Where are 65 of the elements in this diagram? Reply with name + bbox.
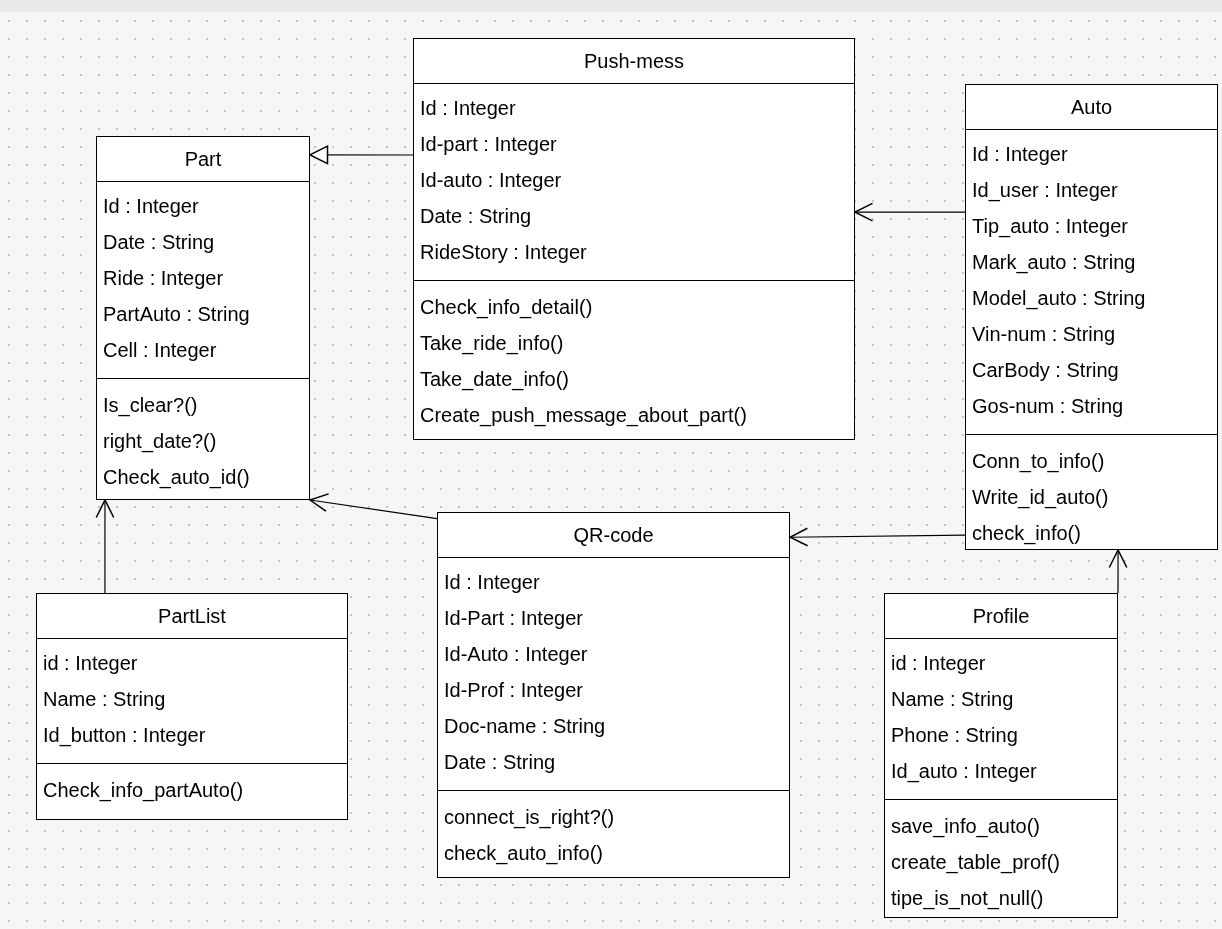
- class-box: [413, 38, 855, 440]
- class-box: [96, 136, 310, 500]
- association-arrow: [789, 527, 966, 547]
- method-text: create_table_prof(): [891, 850, 1060, 876]
- class-name-header: Push-mess: [414, 39, 854, 84]
- attribute-text: Id-auto : Integer: [420, 168, 562, 193]
- attribute-text: Id-Prof : Integer: [444, 678, 583, 703]
- class-name-header: Profile: [885, 594, 1117, 639]
- method-text: Create_push_message_about_part(): [420, 403, 747, 429]
- association-arrow: [854, 202, 966, 222]
- attribute-text: Date : String: [420, 204, 532, 229]
- attribute-text: Id-Part : Integer: [444, 606, 583, 631]
- method-text: Check_info_detail(): [420, 295, 593, 321]
- attribute-text: Id : Integer: [444, 570, 540, 595]
- attribute-text: Tip_auto : Integer: [972, 214, 1129, 240]
- attribute-text: Id-part : Integer: [420, 132, 557, 157]
- attribute-text: CarBody : String: [972, 358, 1119, 383]
- class-box: [36, 593, 348, 820]
- method-text: Take_date_info(): [420, 367, 569, 393]
- attribute-text: Mark_auto : String: [972, 250, 1136, 276]
- method-text: Take_ride_info(): [420, 331, 564, 357]
- method-text: connect_is_right?(): [444, 805, 615, 831]
- class-name-header: Auto: [966, 85, 1217, 130]
- method-text: check_auto_info(): [444, 841, 603, 867]
- method-text: Is_clear?(): [103, 393, 198, 419]
- method-text: right_date?(): [103, 429, 217, 455]
- attribute-text: Gos-num : String: [972, 394, 1124, 419]
- association-arrow: [95, 499, 115, 594]
- attribute-text: Cell : Integer: [103, 338, 217, 363]
- generalization-arrow: [309, 145, 414, 165]
- attribute-text: Name : String: [891, 687, 1014, 712]
- class-box: [965, 84, 1218, 550]
- attribute-text: Model_auto : String: [972, 286, 1146, 312]
- attribute-text: Id_button : Integer: [43, 723, 206, 749]
- method-text: tipe_is_not_null(): [891, 886, 1044, 912]
- method-text: Check_auto_id(): [103, 465, 250, 491]
- association-arrow: [1108, 549, 1128, 594]
- attribute-text: Id : Integer: [420, 96, 516, 121]
- method-text: Check_info_partAuto(): [43, 778, 244, 804]
- attribute-text: RideStory : Integer: [420, 240, 587, 265]
- attribute-text: Ride : Integer: [103, 266, 224, 291]
- attribute-text: Id-Auto : Integer: [444, 642, 588, 667]
- attribute-text: PartAuto : String: [103, 302, 250, 327]
- attribute-text: Doc-name : String: [444, 714, 606, 739]
- class-name-header: PartList: [37, 594, 347, 639]
- attribute-text: Id_user : Integer: [972, 178, 1118, 204]
- method-text: save_info_auto(): [891, 814, 1040, 840]
- attribute-text: Date : String: [444, 750, 556, 775]
- attribute-text: Vin-num : String: [972, 322, 1116, 347]
- method-text: Conn_to_info(): [972, 449, 1105, 475]
- method-text: check_info(): [972, 521, 1081, 547]
- attribute-text: Name : String: [43, 687, 166, 712]
- class-box: [884, 593, 1118, 918]
- method-text: Write_id_auto(): [972, 485, 1109, 511]
- attribute-text: Date : String: [103, 230, 215, 255]
- association-arrow: [309, 493, 438, 520]
- attribute-text: Id_auto : Integer: [891, 759, 1037, 785]
- attribute-text: id : Integer: [891, 651, 986, 676]
- attribute-text: Phone : String: [891, 723, 1018, 748]
- attribute-text: Id : Integer: [972, 142, 1068, 167]
- attribute-text: Id : Integer: [103, 194, 199, 219]
- attribute-text: id : Integer: [43, 651, 138, 676]
- class-name-header: QR-code: [438, 513, 789, 558]
- class-box: [437, 512, 790, 878]
- class-name-header: Part: [97, 137, 309, 182]
